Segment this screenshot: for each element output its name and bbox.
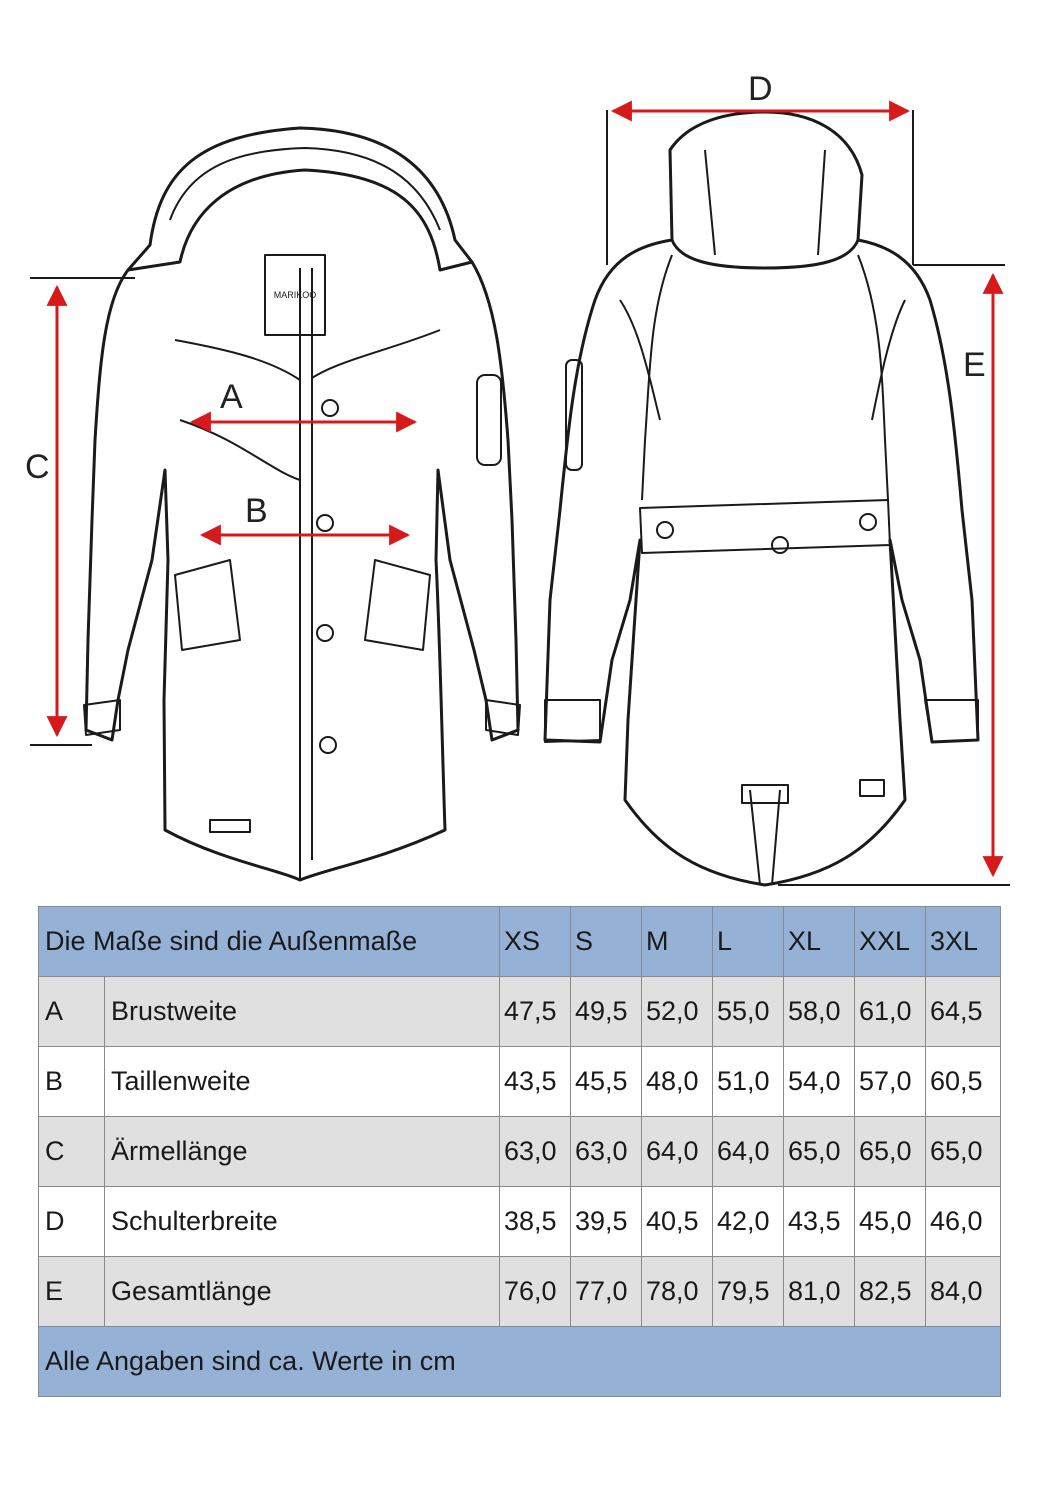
table-cell: 61,0: [854, 976, 926, 1047]
size-l: L: [712, 906, 784, 977]
table-cell: 39,5: [570, 1186, 642, 1257]
table-cell: 82,5: [854, 1256, 926, 1327]
table-cell: 40,5: [641, 1186, 713, 1257]
size-m: M: [641, 906, 713, 977]
table-cell: 54,0: [783, 1046, 855, 1117]
row-code: C: [38, 1116, 105, 1187]
row-code: E: [38, 1256, 105, 1327]
table-cell: 63,0: [570, 1116, 642, 1187]
table-cell: 64,5: [925, 976, 1001, 1047]
table-cell: 77,0: [570, 1256, 642, 1327]
table-cell: 45,5: [570, 1046, 642, 1117]
jacket-diagram: MARIKOO: [30, 100, 1010, 887]
table-cell: 64,0: [641, 1116, 713, 1187]
table-cell: 76,0: [499, 1256, 571, 1327]
label-e: E: [963, 346, 986, 384]
reference-lines: [30, 110, 1010, 886]
size-3xl: 3XL: [925, 906, 1001, 977]
table-cell: 38,5: [499, 1186, 571, 1257]
table-cell: 79,5: [712, 1256, 784, 1327]
size-xxl: XXL: [854, 906, 926, 977]
table-cell: 51,0: [712, 1046, 784, 1117]
table-cell: 48,0: [641, 1046, 713, 1117]
measurement-arrows: [46, 100, 1004, 878]
front-view-jacket: MARIKOO: [83, 126, 521, 882]
table-cell: 65,0: [783, 1116, 855, 1187]
label-d: D: [748, 70, 773, 108]
size-xl: XL: [783, 906, 855, 977]
table-cell: 58,0: [783, 976, 855, 1047]
table-cell: 47,5: [499, 976, 571, 1047]
row-name: Schulterbreite: [104, 1186, 500, 1257]
table-cell: 45,0: [854, 1186, 926, 1257]
table-cell: 78,0: [641, 1256, 713, 1327]
table-cell: 52,0: [641, 976, 713, 1047]
row-code: D: [38, 1186, 105, 1257]
table-cell: 49,5: [570, 976, 642, 1047]
table-cell: 81,0: [783, 1256, 855, 1327]
table-cell: 64,0: [712, 1116, 784, 1187]
table-row: E Gesamtlänge 76,0 77,0 78,0 79,5 81,0 8…: [38, 1256, 1001, 1327]
table-cell: 46,0: [925, 1186, 1001, 1257]
table-cell: 65,0: [854, 1116, 926, 1187]
table-row: B Taillenweite 43,5 45,5 48,0 51,0 54,0 …: [38, 1046, 1001, 1117]
row-name: Ärmellänge: [104, 1116, 500, 1187]
table-cell: 55,0: [712, 976, 784, 1047]
table-header-row: Die Maße sind die Außenmaße XS S M L XL …: [38, 906, 1001, 977]
table-row: D Schulterbreite 38,5 39,5 40,5 42,0 43,…: [38, 1186, 1001, 1257]
table-cell: 43,5: [783, 1186, 855, 1257]
row-name: Brustweite: [104, 976, 500, 1047]
table-row: A Brustweite 47,5 49,5 52,0 55,0 58,0 61…: [38, 976, 1001, 1047]
table-row: C Ärmellänge 63,0 63,0 64,0 64,0 65,0 65…: [38, 1116, 1001, 1187]
table-cell: 65,0: [925, 1116, 1001, 1187]
table-cell: 63,0: [499, 1116, 571, 1187]
label-a: A: [220, 378, 243, 416]
label-b: B: [245, 492, 268, 530]
table-cell: 84,0: [925, 1256, 1001, 1327]
table-cell: 43,5: [499, 1046, 571, 1117]
table-cell: 57,0: [854, 1046, 926, 1117]
label-c: C: [25, 448, 50, 486]
row-code: B: [38, 1046, 105, 1117]
size-s: S: [570, 906, 642, 977]
footer-note: Alle Angaben sind ca. Werte in cm: [38, 1326, 1001, 1397]
table-cell: 60,5: [925, 1046, 1001, 1117]
table-cell: 42,0: [712, 1186, 784, 1257]
size-table: Die Maße sind die Außenmaße XS S M L XL …: [38, 906, 1001, 1397]
back-view-jacket: [543, 110, 980, 887]
header-title: Die Maße sind die Außenmaße: [38, 906, 500, 977]
front-logo: MARIKOO: [274, 290, 317, 300]
row-code: A: [38, 976, 105, 1047]
row-name: Taillenweite: [104, 1046, 500, 1117]
row-name: Gesamtlänge: [104, 1256, 500, 1327]
size-xs: XS: [499, 906, 571, 977]
table-footer-row: Alle Angaben sind ca. Werte in cm: [38, 1326, 1001, 1397]
